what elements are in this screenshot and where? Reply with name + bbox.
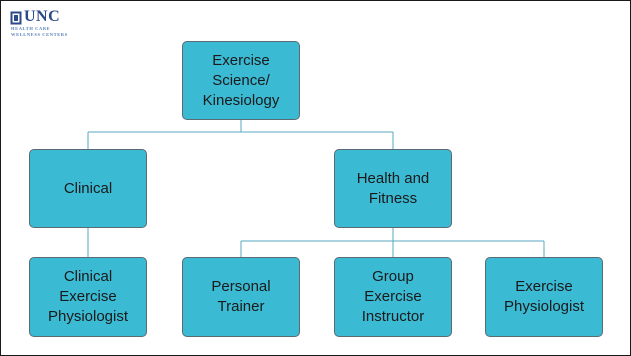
node-clinical: Clinical [29, 149, 147, 228]
logo-wordmark: UNC [24, 8, 61, 25]
node-exercise-physiologist: Exercise Physiologist [485, 257, 603, 337]
node-group-exercise-instructor: Group Exercise Instructor [334, 257, 452, 337]
node-exercise-science: Exercise Science/ Kinesiology [182, 41, 300, 120]
node-personal-trainer: Personal Trainer [182, 257, 300, 337]
logo-subtitle-2: WELLNESS CENTERS [11, 32, 68, 37]
logo-subtitle-1: HEALTH CARE [11, 26, 51, 31]
node-clinical-exercise-physiologist: Clinical Exercise Physiologist [29, 257, 147, 337]
unc-logo: UNC HEALTH CARE WELLNESS CENTERS [10, 7, 120, 39]
node-health-and-fitness: Health and Fitness [334, 149, 452, 228]
unc-seal-icon [10, 11, 22, 25]
logo-wordmark-row: UNC [10, 7, 60, 25]
